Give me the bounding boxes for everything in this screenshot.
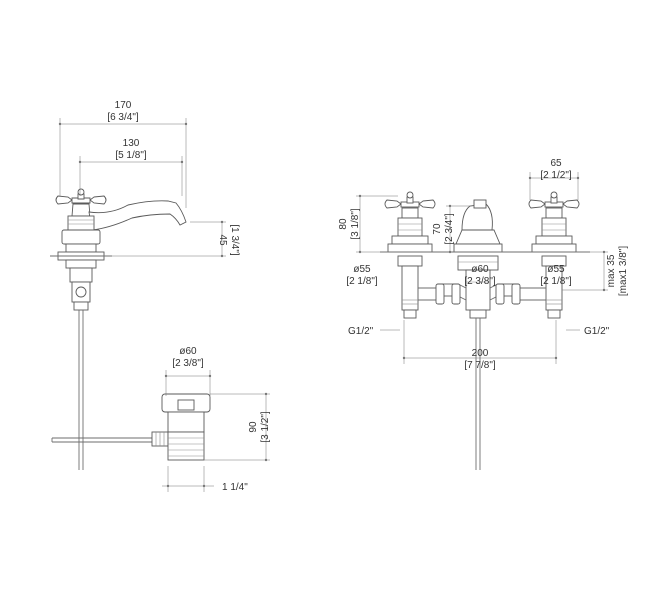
dim-centres-in: [7 7/8"] (464, 360, 496, 371)
dim-waste-dia-in: [2 3/8"] (172, 358, 204, 369)
dim-right-thread: G1/2" (584, 326, 610, 337)
left-handle-valve (384, 191, 436, 319)
right-handle-valve (528, 191, 580, 319)
dim-centres: 200 (472, 348, 489, 359)
dim-left-base-dia-in: [2 1/8"] (346, 276, 378, 287)
dim-handle-height-in: [3 1/8"] (350, 208, 361, 240)
dim-spout-body-height-in: [2 3/4"] (444, 213, 455, 245)
pop-up-waste (151, 393, 211, 461)
dim-deck-thickness: max 35 (606, 254, 617, 287)
dimension-lines (59, 118, 608, 492)
dim-left-thread: G1/2" (348, 326, 374, 337)
dim-waste-height: 90 (248, 421, 259, 433)
pop-up-rod (51, 437, 160, 443)
dimension-arrowheads (58, 122, 606, 488)
monobloc-tap (50, 188, 187, 470)
dimension-labels: 170 [6 3/4"] 130 [5 1/8"] 45 [1 3/4"] ø6… (107, 100, 629, 493)
dim-spout-body-height: 70 (432, 223, 443, 235)
dim-overall-width: 170 (115, 100, 132, 111)
dim-handle-span-in: [2 1/2"] (540, 170, 572, 181)
dim-right-base-dia: ø55 (547, 264, 565, 275)
dim-overall-width-in: [6 3/4"] (107, 112, 139, 123)
dim-waste-height-in: [3 1/2"] (260, 411, 271, 443)
dim-handle-height: 80 (338, 218, 349, 230)
dim-spout-reach: 130 (123, 138, 140, 149)
dim-center-base-dia: ø60 (471, 264, 489, 275)
center-spout (453, 199, 503, 470)
dim-spout-reach-in: [5 1/8"] (115, 150, 147, 161)
dim-waste-dia: ø60 (179, 346, 197, 357)
dim-right-base-dia-in: [2 1/8"] (540, 276, 572, 287)
dim-deck-thickness-in: [max1 3/8"] (618, 246, 629, 296)
dim-center-base-dia-in: [2 3/8"] (464, 276, 496, 287)
dim-handle-span: 65 (550, 158, 562, 169)
dim-left-base-dia: ø55 (353, 264, 371, 275)
dim-spout-height: 45 (217, 234, 228, 246)
connecting-hoses (418, 283, 546, 305)
dim-waste-thread: 1 1/4" (222, 482, 248, 493)
dim-spout-height-in: [1 3/4"] (229, 224, 240, 256)
